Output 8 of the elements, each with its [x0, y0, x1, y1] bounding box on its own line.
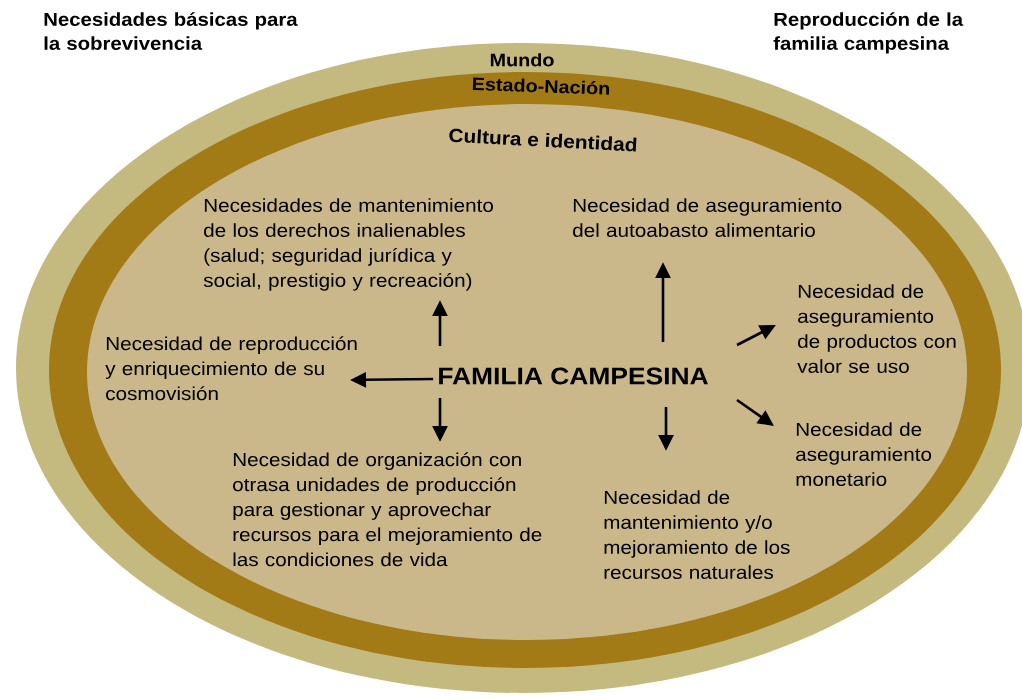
need-text: Necesidad de aseguramiento monetario	[796, 422, 932, 486]
need-text: Necesidad de aseguramiento del autoabasto alimentario	[573, 198, 842, 237]
center-label: FAMILIA CAMPESINA	[439, 367, 708, 385]
need-text: Necesidad de mantenimiento y/o mejoramiento de los recursos naturales	[604, 490, 790, 579]
need-text: Necesidad de reproducción y enriquecimiento de su cosmovisión	[105, 336, 357, 401]
need-text: Necesidad de organización con otrasa unidades de producción para gestionar y aprovechar recursos para el mejoramiento de las condiciones de vida	[233, 452, 542, 567]
need-text: Necesidades de mantenimiento de los derechos inalienables (salud; seguridad jurídica y social, prestigio y recreación)	[203, 198, 493, 291]
need-text: Necesidad de aseguramiento de productos con valor se uso	[797, 284, 956, 373]
